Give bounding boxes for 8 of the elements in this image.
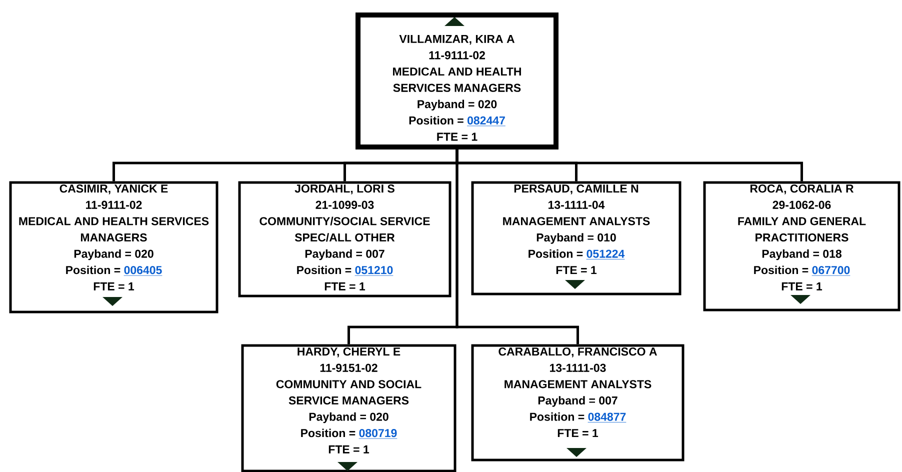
person-box: HARDY, CHERYL E 11-9151-02 COMMUNITY AND SOCIAL SERVICE MANAGERS Payband = 020 Position = 080719 FTE = 1	[241, 344, 456, 472]
person-box: JORDAHL, LORI S 21-1099-03 COMMUNITY/SOCIAL SERVICE SPEC/ALL OTHER Payband = 007 Position = 051210 FTE = 1	[238, 181, 452, 298]
person-box: ROCA, CORALIA R 29-1062-06 FAMILY AND GENERAL PRACTITIONERS Payband = 018 Position = 067700 FTE = 1	[703, 181, 900, 312]
person-box: CARABALLO, FRANCISCO A 13-1111-03 MANAGEMENT ANALYSTS Payband = 007 Position = 084877 FTE = 1	[471, 344, 684, 462]
connector-line	[456, 150, 579, 344]
person-box: VILLAMIZAR, KIRA A 11-9111-02 MEDICAL AND HEALTH SERVICES MANAGERS Payband = 020 Position = 082447 FTE = 1	[356, 12, 558, 150]
person-box: PERSAUD, CAMILLE N 13-1111-04 MANAGEMENT ANALYSTS Payband = 010 Position = 051224 FTE = 1	[471, 181, 682, 296]
person-box: CASIMIR, YANICK E 11-9111-02 MEDICAL AND HEALTH SERVICES MANAGERS Payband = 020 Position = 006405 FTE = 1	[9, 181, 218, 314]
